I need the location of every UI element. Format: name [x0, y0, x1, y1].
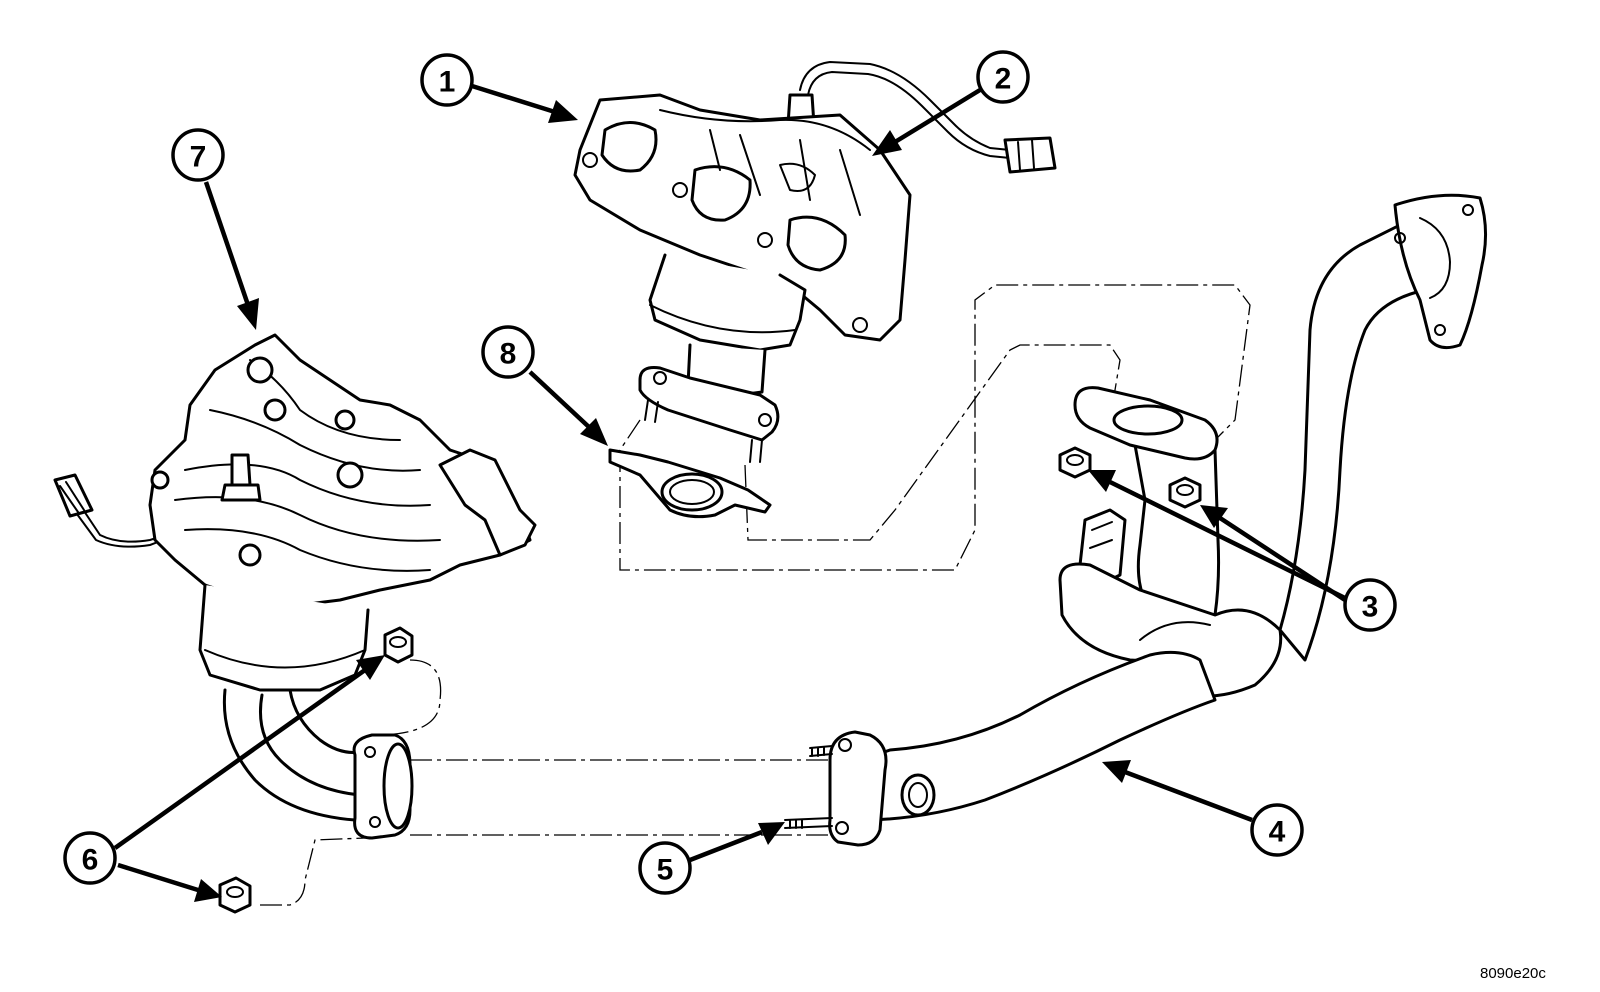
callout-4: 4 [1250, 803, 1304, 857]
rear-exhaust-manifold [573, 61, 1057, 463]
callout-7-label: 7 [190, 141, 207, 174]
callout-2: 2 [976, 50, 1030, 104]
leader-lines [113, 83, 1347, 902]
flange-studs [784, 745, 833, 829]
callout-8: 8 [481, 325, 535, 379]
callout-6-label: 6 [82, 844, 99, 877]
callout-1: 1 [420, 53, 474, 107]
callout-5-label: 5 [657, 854, 674, 887]
exhaust-gasket [608, 448, 772, 519]
front-exhaust-manifold [53, 333, 537, 840]
callout-6: 6 [63, 831, 117, 885]
callout-3-label: 3 [1362, 591, 1379, 624]
assembly-guide-lines [260, 284, 1251, 906]
callout-4-label: 4 [1269, 816, 1286, 849]
exhaust-y-pipe [828, 193, 1488, 847]
callout-2-label: 2 [995, 63, 1012, 96]
y-pipe-nuts [1058, 446, 1202, 509]
callout-7: 7 [171, 128, 225, 182]
callout-8-label: 8 [500, 338, 517, 371]
flange-nuts [218, 626, 414, 914]
figure-code: 8090e20c [1480, 965, 1546, 982]
callout-3: 3 [1343, 578, 1397, 632]
callout-1-label: 1 [439, 66, 456, 99]
callout-5: 5 [638, 841, 692, 895]
